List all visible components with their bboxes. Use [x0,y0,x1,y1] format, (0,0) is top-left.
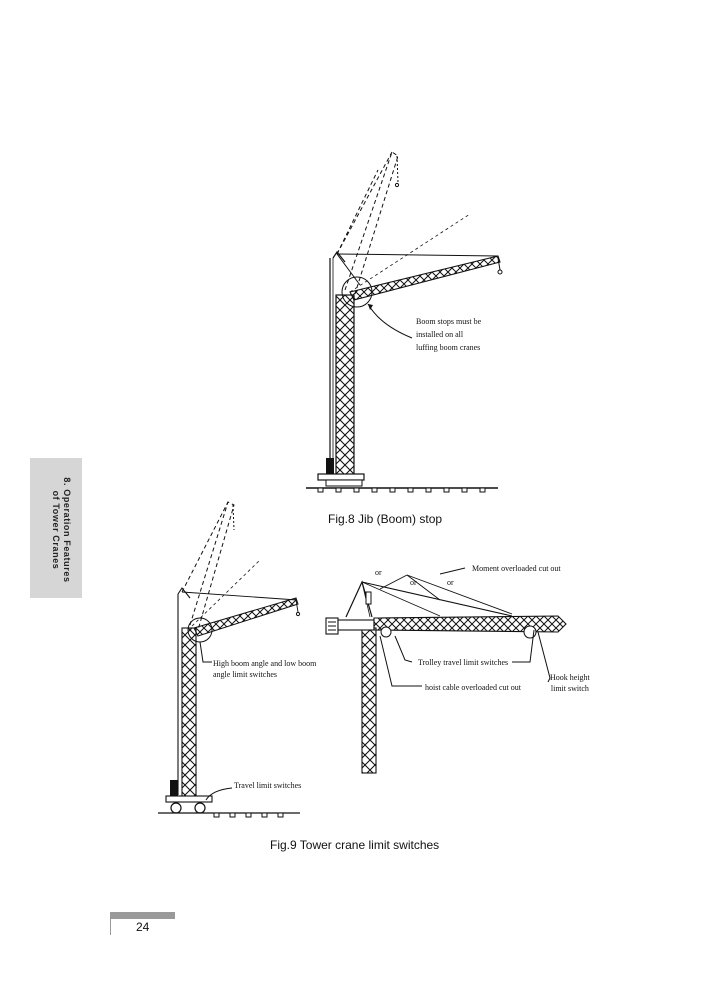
hook-height-label-line2: limit switch [550,684,589,693]
page-number-rule [110,919,111,935]
fig8-note: Boom stops must be installed on all luff… [416,316,481,353]
or-label-3: or [447,578,454,587]
trolley-travel-label: Trolley travel limit switches [418,658,509,667]
fig9-right-crane-drawing [325,567,567,774]
page-number-bar [110,912,175,919]
fig9-caption: Fig.9 Tower crane limit switches [270,838,440,852]
boom-angle-label: High boom angle and low boom angle limit… [213,658,316,680]
hook-height-label: Hook height limit switch [550,672,590,694]
chapter-side-tab: 8. Operation Features of Tower Cranes [30,458,82,598]
fig8-note-line2: installed on all [416,330,464,339]
boom-angle-label-line1: High boom angle and low boom [213,659,317,668]
moment-overload-label: Moment overloaded cut out [472,564,561,573]
hoist-overload-label: hoist cable overloaded cut out [425,683,521,692]
fig8-note-line1: Boom stops must be [416,317,482,326]
fig8-note-line3: luffing boom cranes [416,343,481,352]
page-number: 24 [136,920,150,934]
boom-angle-label-line2: angle limit switches [213,670,277,679]
fig9-left-crane-drawing [158,501,301,818]
fig8-caption: Fig.8 Jib (Boom) stop [328,512,443,526]
hook-height-label-line1: Hook height [550,673,590,682]
or-label-2: or [410,578,417,587]
or-label-1: or [375,568,382,577]
travel-limit-label: Travel limit switches [234,781,302,790]
fig8-crane-drawing [306,151,503,493]
